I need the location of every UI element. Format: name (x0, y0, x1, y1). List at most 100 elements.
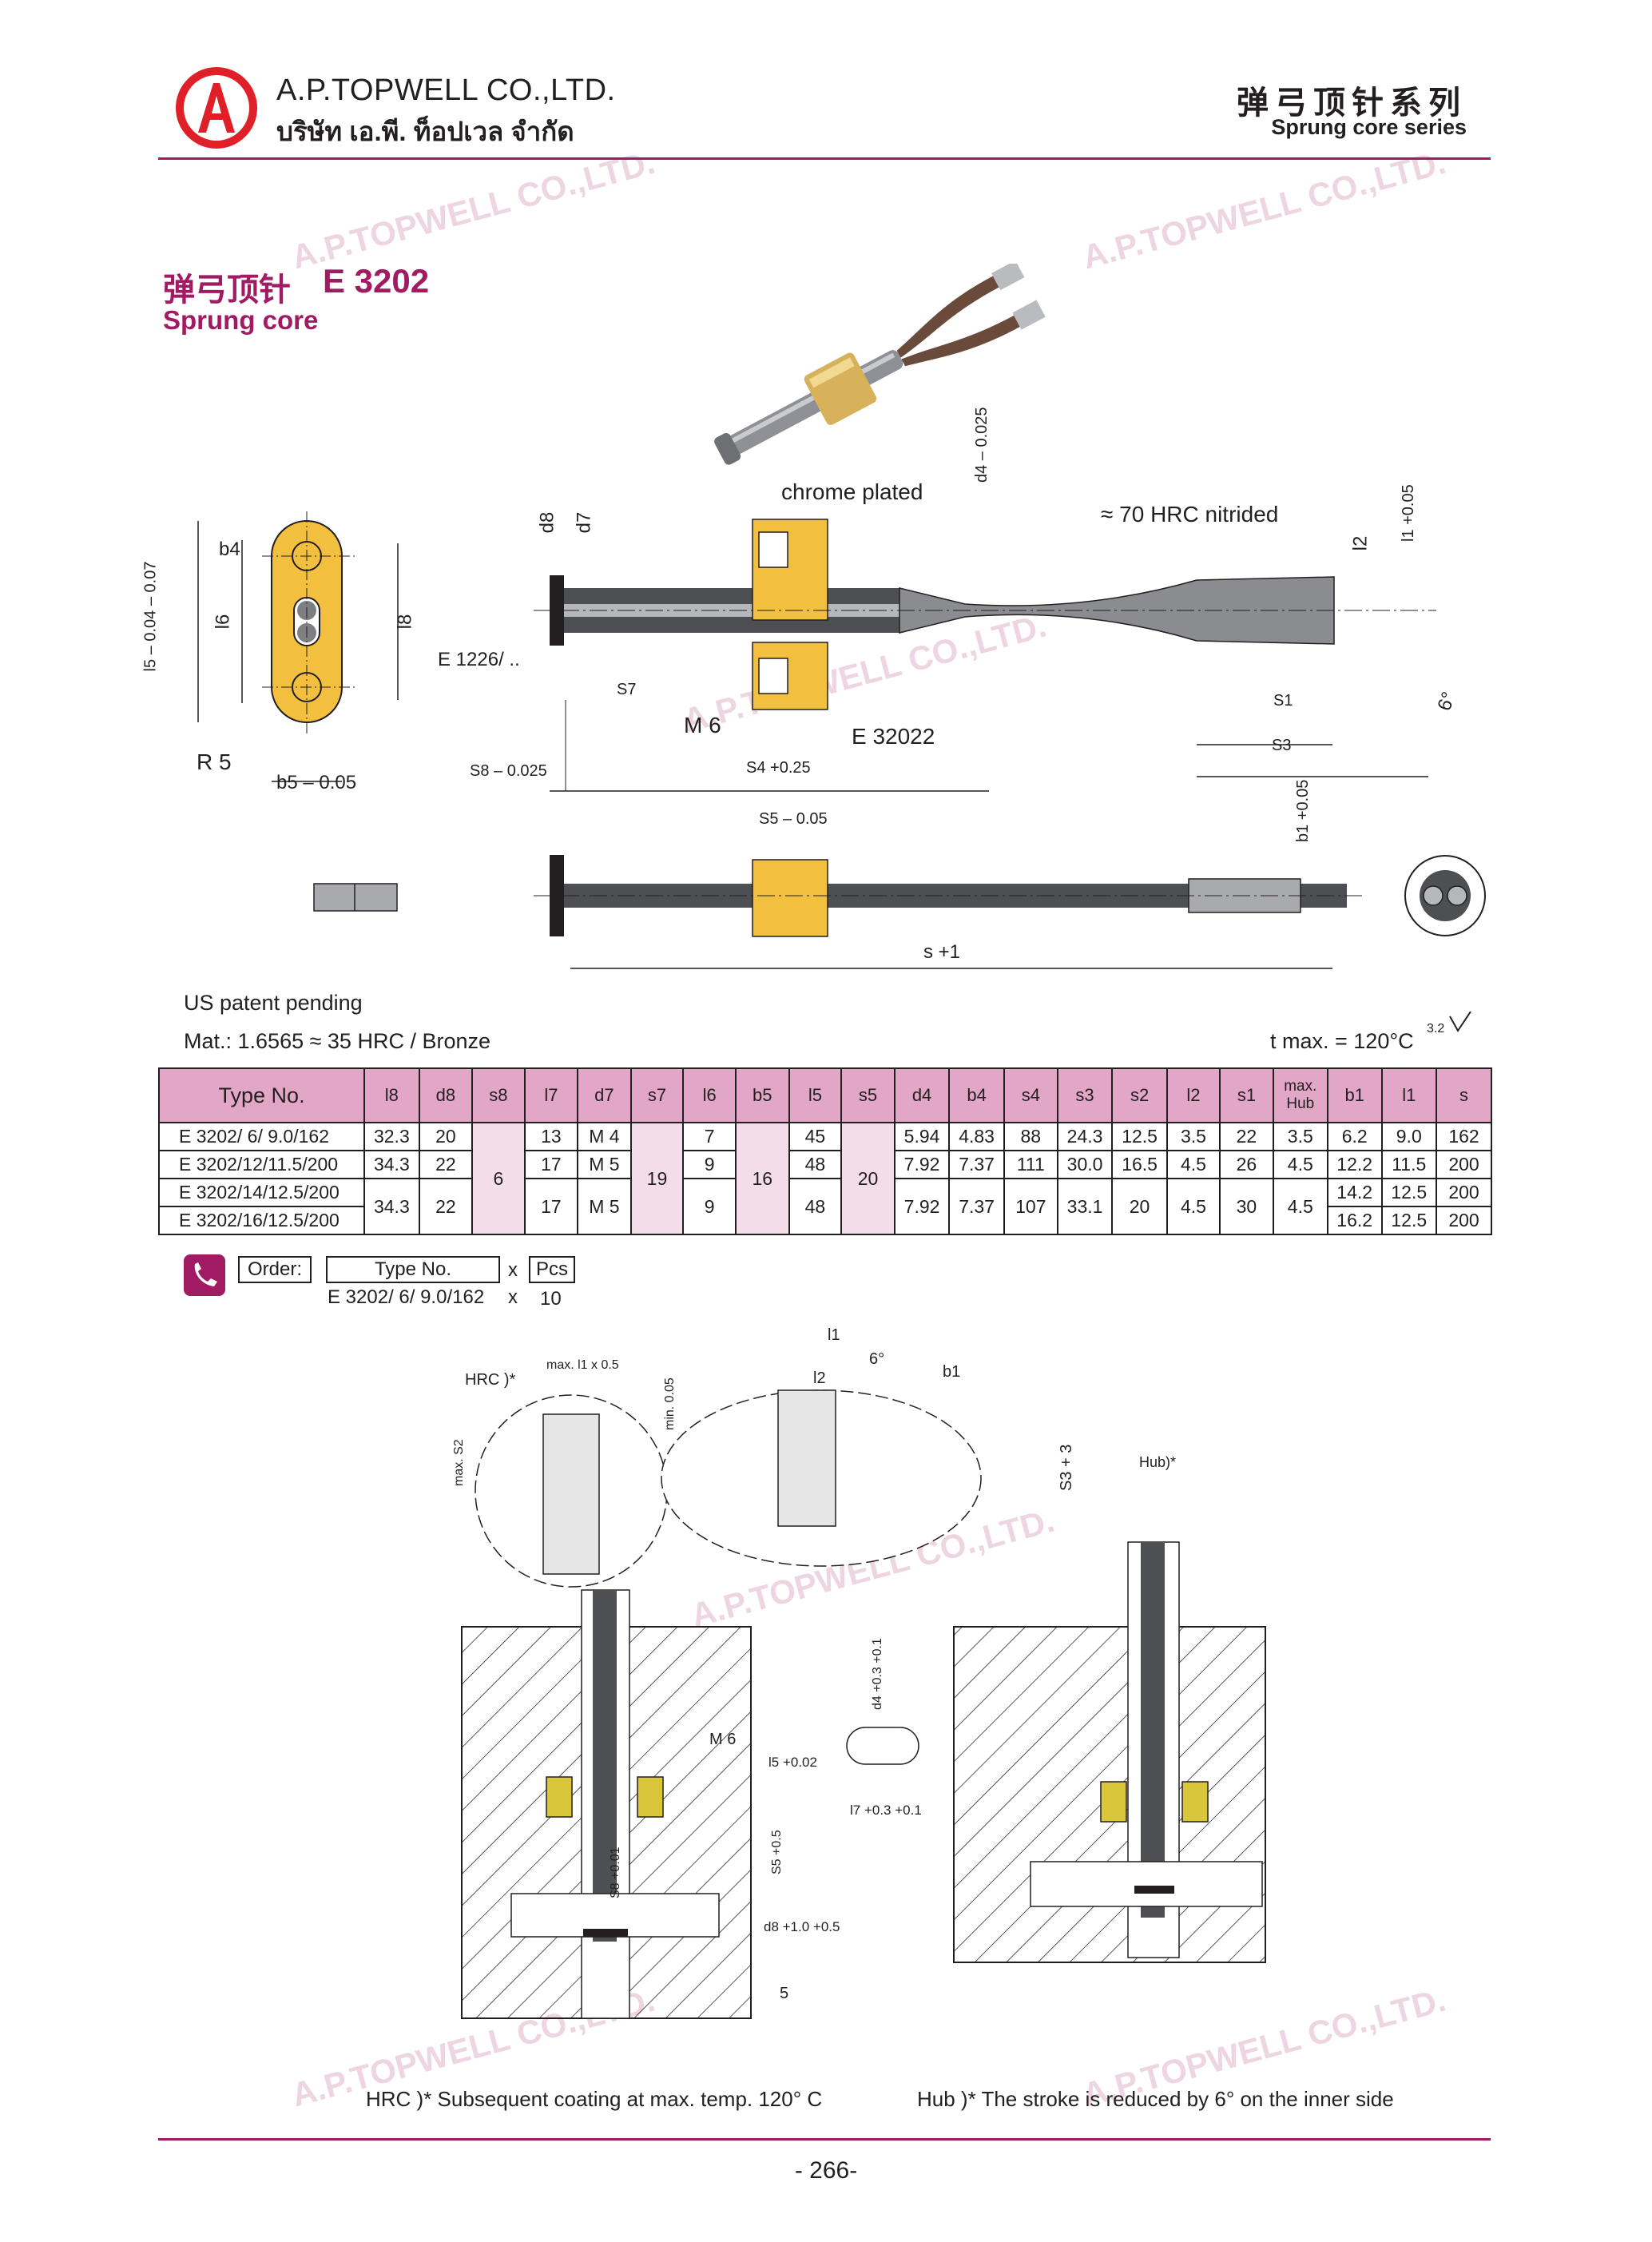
header-b1: b1 (1326, 1067, 1383, 1123)
order-phone-icon (184, 1254, 225, 1296)
header-d8: d8 (418, 1067, 474, 1123)
series-title-cn: 弹弓顶针系列 (1237, 85, 1467, 121)
label-s3: S3 (1272, 737, 1292, 754)
header-s5: s5 (840, 1067, 895, 1123)
cell-l7: 17 (523, 1178, 579, 1235)
label-lower-l1: l1 (828, 1326, 840, 1344)
header-d7: d7 (577, 1067, 632, 1123)
label-chrome-plated: chrome plated (781, 479, 923, 504)
label-b4: b4 (219, 539, 240, 560)
header-l8: l8 (363, 1067, 420, 1123)
cell-d4: 7.92 (893, 1150, 951, 1179)
label-s7: S7 (617, 681, 637, 698)
footer-divider (158, 2138, 1491, 2141)
cell-hub: 4.5 (1272, 1150, 1328, 1179)
order-example-type: E 3202/ 6/ 9.0/162 (328, 1286, 485, 1308)
cell-d7: M 5 (577, 1150, 632, 1179)
product-title-en: Sprung core (163, 305, 319, 335)
cell-s7: 19 (629, 1122, 685, 1235)
label-lower-b1: b1 (943, 1363, 961, 1381)
table-row: E 3202/12/11.5/200 34.3 22 17 M 5 9 48 7… (157, 1150, 1492, 1179)
cell-s: 200 (1436, 1178, 1492, 1207)
technical-drawing (197, 511, 1486, 969)
label-hub: Hub)* (1139, 1454, 1177, 1470)
header-s3: s3 (1056, 1067, 1114, 1123)
label-min-005: min. 0.05 (663, 1377, 677, 1430)
label-b5: b5 – 0.05 (276, 772, 357, 793)
cell-l8: 32.3 (363, 1122, 420, 1151)
cell-s: 162 (1436, 1122, 1492, 1151)
cell-type: E 3202/14/12.5/200 (157, 1178, 366, 1207)
order-type-no: Type No. (326, 1256, 500, 1283)
label-lower-m6: M 6 (709, 1731, 737, 1748)
installation-drawing (461, 1389, 1266, 2019)
header-s1: s1 (1219, 1067, 1274, 1123)
cell-l8: 34.3 (363, 1150, 420, 1179)
label-s8: S8 – 0.025 (470, 762, 547, 780)
cell-b1: 16.2 (1326, 1206, 1383, 1235)
label-s: s +1 (923, 941, 961, 963)
cell-d8: 22 (418, 1150, 474, 1179)
cell-b4: 7.37 (948, 1178, 1005, 1235)
cell-b4: 4.83 (948, 1122, 1005, 1151)
label-s1: S1 (1273, 692, 1293, 710)
table-row: E 3202/ 6/ 9.0/162 32.3 20 6 13 M 4 19 7… (157, 1122, 1492, 1235)
header-b5: b5 (735, 1067, 790, 1123)
label-l2: l2 (1349, 535, 1372, 551)
label-lower-d8: d8 +1.0 +0.5 (764, 1919, 840, 1934)
company-name-en: A.P.TOPWELL CO.,LTD. (276, 74, 616, 107)
cell-l2: 4.5 (1166, 1150, 1221, 1179)
watermark: A.P.TOPWELL CO.,LTD. (288, 142, 659, 276)
header-l1: l1 (1380, 1067, 1438, 1123)
label-l5: l5 – 0.04 – 0.07 (141, 561, 160, 672)
cell-s: 200 (1436, 1150, 1492, 1179)
table-row: E 3202/14/12.5/200 34.3 22 17 M 5 9 48 7… (157, 1178, 1492, 1235)
label-lower-angle: 6° (869, 1350, 885, 1368)
series-title-en: Sprung core series (1271, 115, 1467, 139)
label-lower-l5: l5 +0.02 (768, 1755, 817, 1770)
order-pcs: Pcs (529, 1256, 575, 1283)
footnote-hub: Hub )* The stroke is reduced by 6° on th… (917, 2087, 1394, 2111)
product-title-cn: 弹弓顶针 (163, 272, 291, 308)
cell-s4: 111 (1003, 1150, 1058, 1179)
cell-l7: 13 (523, 1122, 579, 1151)
cell-type: E 3202/16/12.5/200 (157, 1206, 366, 1235)
label-s3-plus-3: S3 + 3 (1058, 1444, 1075, 1491)
table-row: E 3202/16/12.5/200 16.2 12.5 200 (157, 1206, 1492, 1235)
order-example-qty: 10 (540, 1288, 562, 1310)
cell-l1: 12.5 (1380, 1178, 1438, 1207)
cell-type: E 3202/12/11.5/200 (157, 1150, 366, 1179)
cell-s2: 20 (1111, 1178, 1168, 1235)
cell-b4: 7.37 (948, 1150, 1005, 1179)
header-type-no: Type No. (157, 1067, 366, 1123)
tmax-note: t max. = 120°C (1270, 1029, 1414, 1053)
cell-d7: M 4 (577, 1122, 632, 1151)
label-lower-d4: d4 +0.3 +0.1 (871, 1638, 884, 1710)
cell-s2: 16.5 (1111, 1150, 1168, 1179)
page-number: - 266- (794, 2157, 858, 2184)
cell-l2: 4.5 (1166, 1178, 1221, 1235)
cell-b1: 14.2 (1326, 1178, 1383, 1207)
cell-s1: 26 (1219, 1150, 1274, 1179)
label-l6: l6 (212, 614, 234, 630)
order-multiply: x (508, 1259, 518, 1281)
label-lower-s8: S8 +0.01 (609, 1846, 622, 1899)
cell-l1: 11.5 (1380, 1150, 1438, 1179)
label-r5: R 5 (197, 749, 232, 774)
cell-l6: 9 (682, 1150, 737, 1179)
table-header-row: Type No. l8 d8 s8 l7 d7 s7 l6 b5 l5 s5 d… (157, 1067, 1492, 1123)
cell-s4: 88 (1003, 1122, 1058, 1151)
company-logo (176, 67, 257, 149)
label-nitrided: ≈ 70 HRC nitrided (1101, 502, 1279, 527)
cell-s2: 12.5 (1111, 1122, 1168, 1151)
header-s4: s4 (1003, 1067, 1058, 1123)
header-hub: max. Hub (1272, 1067, 1328, 1123)
spec-table: Type No. l8 d8 s8 l7 d7 s7 l6 b5 l5 s5 d… (157, 1067, 1492, 1235)
cell-b5: 16 (735, 1122, 790, 1235)
header-s8: s8 (471, 1067, 526, 1123)
header-l6: l6 (682, 1067, 737, 1123)
label-lower-5: 5 (780, 1985, 789, 2002)
header-l5: l5 (788, 1067, 843, 1123)
label-e1226: E 1226/ .. (438, 649, 520, 670)
label-s5: S5 – 0.05 (759, 810, 828, 828)
